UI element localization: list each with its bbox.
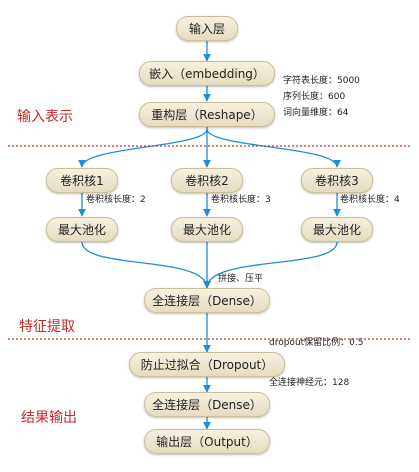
arrow-reshape-right [206, 128, 341, 168]
section-label-output: 结果输出 [21, 410, 77, 426]
note-sequence-length: 序列长度：600 [283, 92, 346, 102]
section-label-feature: 特征提取 [19, 319, 75, 335]
note-dropout-ratio: dropout保留比例：0.5 [269, 338, 364, 348]
node-conv3: 卷积核3 [301, 168, 373, 193]
section-label-input: 输入表示 [17, 109, 73, 125]
note-kernel-length-1: 卷积核长度：2 [86, 195, 146, 205]
note-dense-neurons: 全连接神经元：128 [269, 378, 350, 388]
note-vocab-size: 字符表长度：5000 [283, 76, 360, 86]
arrow-reshape-left [78, 128, 208, 168]
node-output: 输出层（Output） [144, 429, 270, 454]
node-embedding: 嵌入（embedding） [139, 61, 275, 86]
arrow-pool3-dense [203, 241, 338, 289]
node-reshape: 重构层（Reshape） [139, 102, 275, 127]
node-conv1: 卷积核1 [46, 168, 118, 193]
node-pool1: 最大池化 [46, 217, 118, 242]
node-pool3: 最大池化 [301, 217, 373, 242]
node-dropout: 防止过拟合（Dropout） [129, 352, 285, 377]
node-dense-2: 全连接层（Dense） [144, 392, 270, 417]
note-kernel-length-3: 卷积核长度：4 [340, 195, 400, 205]
note-concat-flatten: 拼接、压平 [218, 274, 264, 284]
arrow-pool1-dense [81, 241, 211, 289]
node-input-layer: 输入层 [176, 16, 238, 41]
node-dense-1: 全连接层（Dense） [144, 288, 270, 313]
note-embedding-dim: 词向量维度：64 [283, 108, 349, 118]
note-kernel-length-2: 卷积核长度：3 [211, 195, 271, 205]
node-conv2: 卷积核2 [171, 168, 243, 193]
node-pool2: 最大池化 [171, 217, 243, 242]
